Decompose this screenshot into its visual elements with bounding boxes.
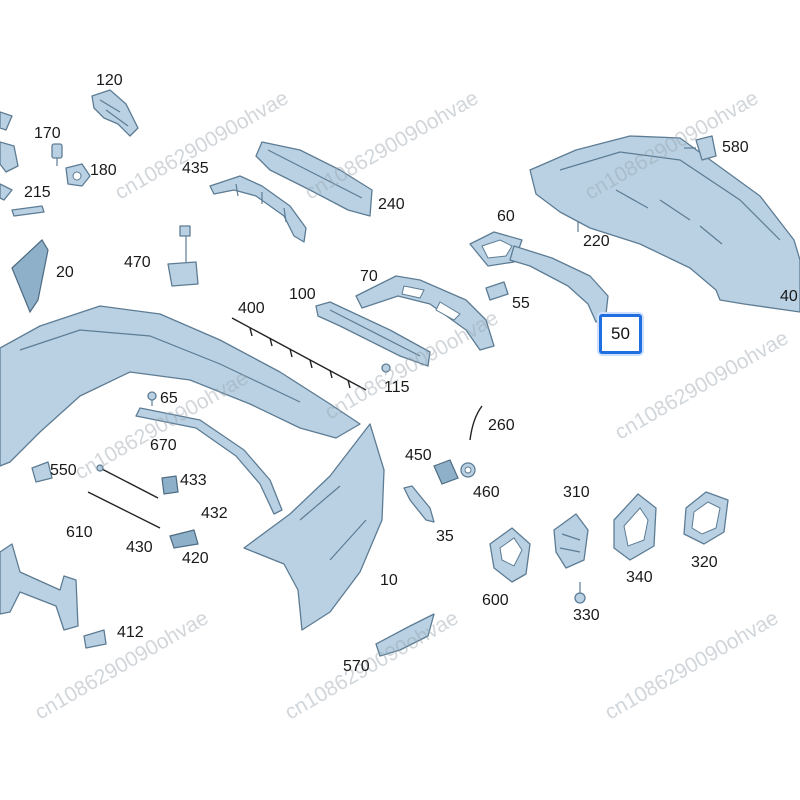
part-label-420[interactable]: 420 bbox=[182, 550, 209, 567]
part-570-trim bbox=[375, 613, 435, 657]
part-120-bracket bbox=[91, 89, 139, 137]
part-labels: 120 170 180 215 435 240 580 60 220 470 2… bbox=[24, 72, 798, 675]
part-label-600[interactable]: 600 bbox=[482, 592, 509, 609]
part-412-clip bbox=[83, 629, 107, 649]
part-670-strip bbox=[135, 407, 283, 515]
part-label-432[interactable]: 432 bbox=[201, 505, 228, 522]
part-label-65[interactable]: 65 bbox=[160, 390, 178, 407]
part-550-clip bbox=[31, 461, 53, 483]
part-170-clip bbox=[51, 143, 63, 166]
part-label-40[interactable]: 40 bbox=[780, 288, 798, 305]
part-large-bumper-left bbox=[0, 305, 361, 467]
part-label-180[interactable]: 180 bbox=[90, 162, 117, 179]
part-340-housing bbox=[613, 493, 657, 561]
part-610-rod bbox=[96, 464, 159, 499]
part-label-50-highlighted[interactable]: 50 bbox=[599, 314, 642, 354]
part-40-rear-bumper-cover bbox=[529, 135, 800, 313]
part-label-170[interactable]: 170 bbox=[34, 125, 61, 142]
part-label-400[interactable]: 400 bbox=[238, 300, 265, 317]
part-label-215[interactable]: 215 bbox=[24, 184, 51, 201]
part-50-trim bbox=[509, 245, 609, 323]
part-label-580[interactable]: 580 bbox=[722, 139, 749, 156]
part-20-reflector bbox=[11, 239, 49, 314]
part-label-670[interactable]: 670 bbox=[150, 437, 177, 454]
part-400-strip bbox=[231, 317, 367, 391]
part-435-bracket bbox=[209, 175, 307, 243]
part-label-430[interactable]: 430 bbox=[126, 539, 153, 556]
part-460-ring bbox=[460, 462, 476, 478]
part-label-60[interactable]: 60 bbox=[497, 208, 515, 225]
part-433-clip bbox=[161, 475, 179, 495]
part-35-trim bbox=[403, 485, 435, 523]
part-label-550[interactable]: 550 bbox=[50, 462, 77, 479]
part-215-strip bbox=[11, 205, 45, 217]
watermark-text: cn1086290090ohvae bbox=[601, 606, 782, 724]
part-label-340[interactable]: 340 bbox=[626, 569, 653, 586]
part-label-470[interactable]: 470 bbox=[124, 254, 151, 271]
part-label-330[interactable]: 330 bbox=[573, 607, 600, 624]
part-label-260[interactable]: 260 bbox=[488, 417, 515, 434]
part-100-bar bbox=[315, 301, 431, 367]
part-65-screw bbox=[147, 391, 157, 406]
part-420-bracket bbox=[169, 529, 199, 549]
part-label-450[interactable]: 450 bbox=[405, 447, 432, 464]
part-label-115[interactable]: 115 bbox=[384, 379, 410, 396]
part-label-320[interactable]: 320 bbox=[691, 554, 718, 571]
part-310-bracket bbox=[553, 513, 589, 569]
part-label-433[interactable]: 433 bbox=[180, 472, 207, 489]
part-60-frame bbox=[469, 231, 523, 267]
part-label-20[interactable]: 20 bbox=[56, 264, 74, 281]
part-470-sensor bbox=[167, 225, 199, 287]
part-55-clip bbox=[485, 281, 509, 301]
part-label-55[interactable]: 55 bbox=[512, 295, 530, 312]
part-label-35[interactable]: 35 bbox=[436, 528, 454, 545]
part-260-wire bbox=[469, 405, 483, 441]
part-240-cover bbox=[255, 141, 373, 217]
part-label-570[interactable]: 570 bbox=[343, 658, 370, 675]
part-label-220[interactable]: 220 bbox=[583, 233, 610, 250]
part-600-bracket bbox=[489, 527, 531, 583]
part-label-412[interactable]: 412 bbox=[117, 624, 144, 641]
part-left-edge-fragments bbox=[0, 111, 19, 201]
part-label-100[interactable]: 100 bbox=[289, 286, 316, 303]
part-330-screw bbox=[574, 582, 586, 604]
part-label-10[interactable]: 10 bbox=[380, 572, 398, 589]
part-180-clip bbox=[65, 163, 91, 187]
part-label-310[interactable]: 310 bbox=[563, 484, 590, 501]
part-label-120[interactable]: 120 bbox=[96, 72, 123, 89]
part-70-bracket bbox=[355, 275, 495, 351]
part-10-bumper-lower bbox=[243, 423, 385, 631]
part-430-rod bbox=[87, 491, 161, 529]
part-label-70[interactable]: 70 bbox=[360, 268, 378, 285]
part-115-screw bbox=[381, 363, 391, 373]
part-320-frame bbox=[683, 491, 729, 545]
part-lower-left-frame bbox=[0, 543, 79, 631]
part-label-610[interactable]: 610 bbox=[66, 524, 93, 541]
part-580-sensor bbox=[684, 135, 717, 161]
part-450-sensor bbox=[433, 459, 459, 485]
part-label-240[interactable]: 240 bbox=[378, 196, 405, 213]
watermark-text: cn1086290090ohvae bbox=[301, 86, 482, 204]
part-label-460[interactable]: 460 bbox=[473, 484, 500, 501]
part-label-435[interactable]: 435 bbox=[182, 160, 209, 177]
